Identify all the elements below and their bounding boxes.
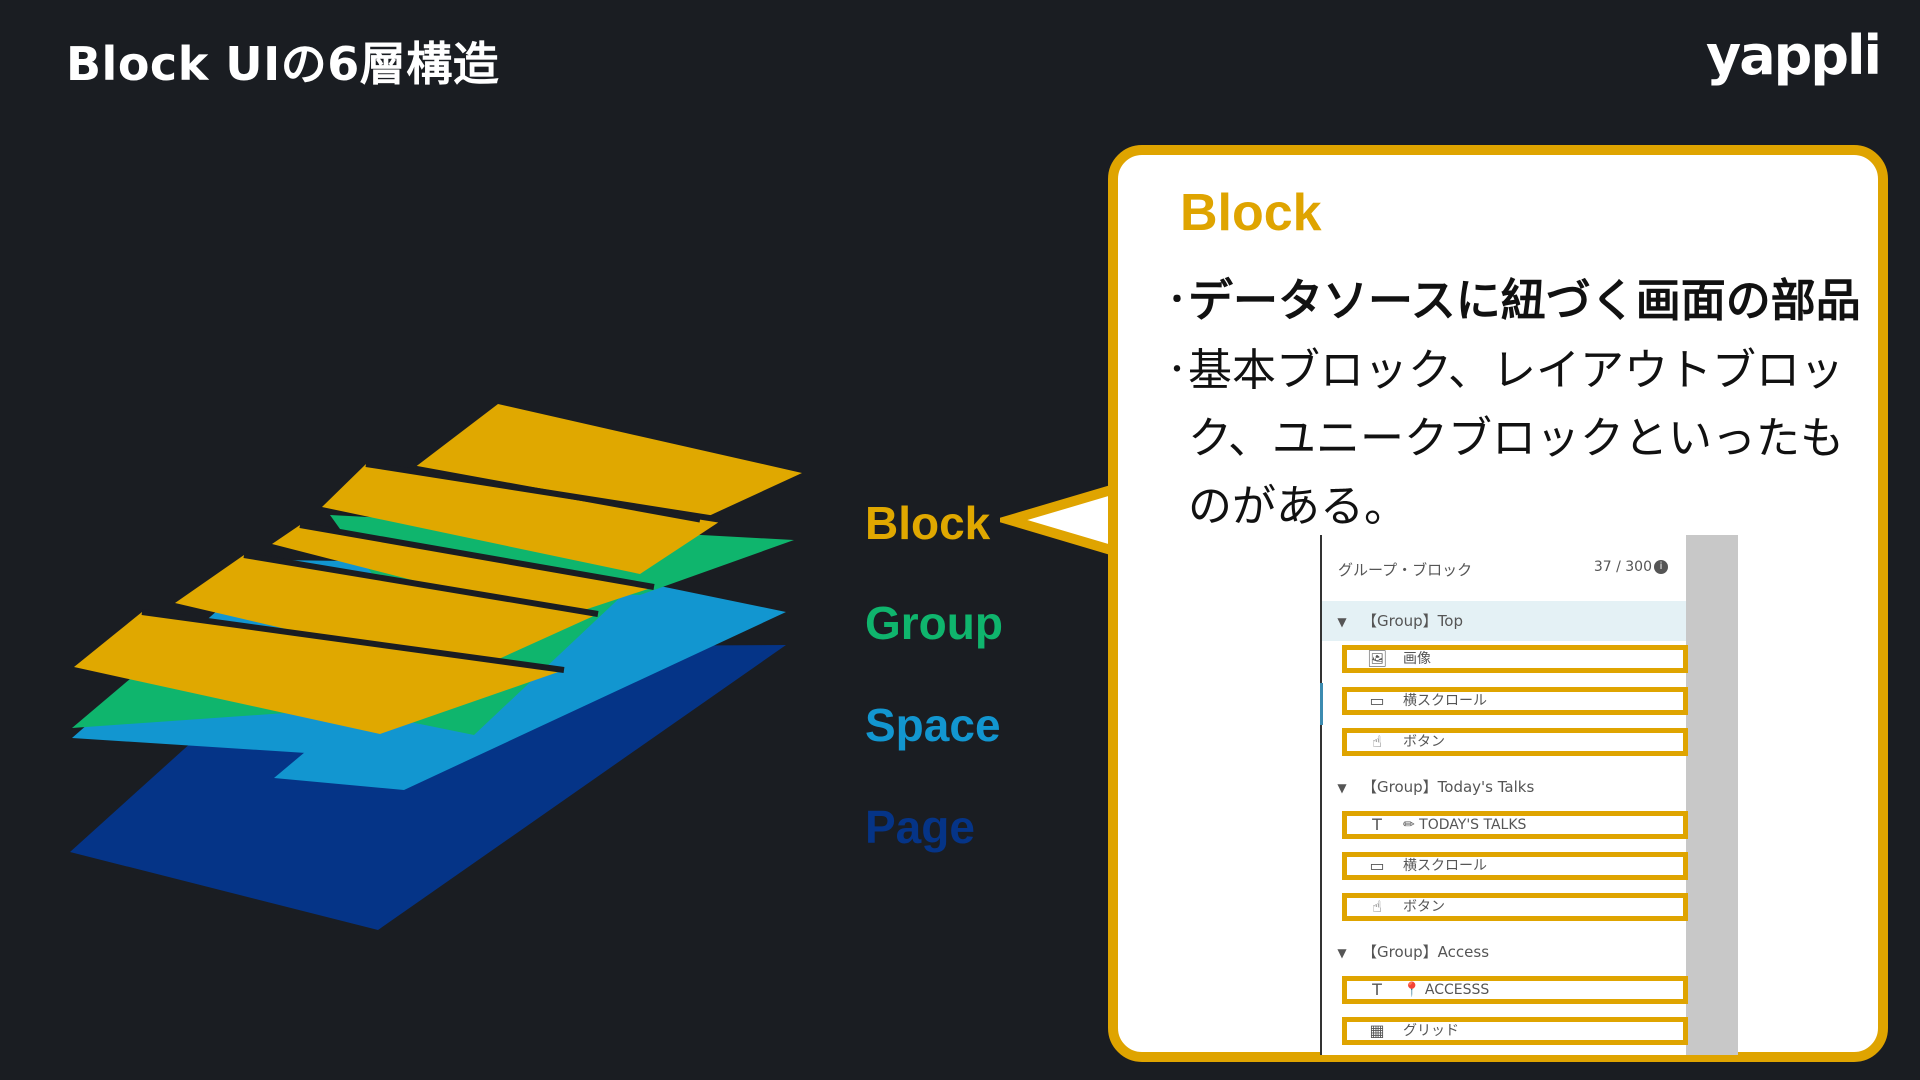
group-label: 【Group】Access bbox=[1362, 943, 1490, 961]
block-label: 横スクロール bbox=[1403, 858, 1487, 874]
callout-bullet-1: ・ データソースに紐づく画面の部品 bbox=[1162, 267, 1882, 335]
collapse-triangle-icon[interactable]: ▼ bbox=[1337, 946, 1347, 960]
group-row-todays-talks[interactable]: ▼ 【Group】Today's Talks bbox=[1322, 767, 1686, 807]
tap-icon: ☝ bbox=[1372, 732, 1382, 751]
block-row-horizontal-scroll[interactable]: ▭ 横スクロール bbox=[1342, 852, 1688, 880]
bullet-dot: ・ bbox=[1162, 283, 1192, 318]
layer-label-page: Page bbox=[865, 801, 975, 853]
block-layer-5 bbox=[414, 404, 802, 520]
layer-label-block: Block bbox=[865, 497, 991, 549]
selection-indicator bbox=[1320, 683, 1323, 725]
block-label: グリッド bbox=[1403, 1023, 1459, 1039]
block-row-horizontal-scroll[interactable]: ▭ 横スクロール bbox=[1342, 687, 1688, 715]
block-label: ボタン bbox=[1403, 899, 1445, 915]
panel-left-border bbox=[1320, 535, 1322, 1055]
bullet-dot: ・ bbox=[1162, 353, 1192, 388]
bullet-text: 基本ブロック、レイアウトブロック、ユニークブロックといったものがある。 bbox=[1188, 345, 1845, 532]
group-label: 【Group】Today's Talks bbox=[1362, 778, 1535, 796]
block-label: 📍 ACCESSS bbox=[1403, 982, 1490, 998]
block-row-grid[interactable]: ▦ グリッド bbox=[1342, 1017, 1688, 1045]
block-count-text: 37 / 300 bbox=[1593, 559, 1652, 575]
callout-bullet-2: ・ 基本ブロック、レイアウトブロック、ユニークブロックといったものがある。 bbox=[1162, 337, 1882, 541]
block-row-image[interactable]: 🖼 画像 bbox=[1342, 645, 1688, 673]
image-icon: 🖼 bbox=[1367, 649, 1388, 668]
panel-header-title: グループ・ブロック bbox=[1338, 561, 1473, 579]
block-label: 画像 bbox=[1403, 651, 1431, 667]
layer-label-group: Group bbox=[865, 597, 1003, 649]
block-row-access-text[interactable]: T 📍 ACCESSS bbox=[1342, 976, 1688, 1004]
horizontal-scroll-icon: ▭ bbox=[1369, 691, 1385, 710]
callout-heading: Block bbox=[1180, 184, 1322, 242]
page-title: Block UIの6層構造 bbox=[66, 37, 500, 91]
block-label: ボタン bbox=[1403, 734, 1445, 750]
info-icon[interactable]: i bbox=[1654, 560, 1668, 574]
block-layer-1 bbox=[74, 612, 564, 734]
block-label: 横スクロール bbox=[1403, 693, 1487, 709]
text-icon: T bbox=[1372, 815, 1382, 834]
yappli-logo: yappli bbox=[1706, 24, 1882, 87]
collapse-triangle-icon[interactable]: ▼ bbox=[1337, 615, 1347, 629]
layer-label-space: Space bbox=[865, 699, 1001, 751]
bullet-text: データソースに紐づく画面の部品 bbox=[1188, 274, 1861, 327]
block-row-button[interactable]: ☝ ボタン bbox=[1342, 893, 1688, 921]
block-callout: Block ・ データソースに紐づく画面の部品 ・ 基本ブロック、レイアウトブロ… bbox=[1108, 145, 1888, 1062]
block-label: ✏ TODAY'S TALKS bbox=[1403, 817, 1527, 833]
panel-scrollbar[interactable] bbox=[1686, 535, 1738, 1055]
block-row-todays-talks-text[interactable]: T ✏ TODAY'S TALKS bbox=[1342, 811, 1688, 839]
tap-icon: ☝ bbox=[1372, 897, 1382, 916]
block-layer-3 bbox=[272, 525, 654, 618]
collapse-triangle-icon[interactable]: ▼ bbox=[1337, 781, 1347, 795]
group-label: 【Group】Top bbox=[1362, 612, 1463, 630]
block-layer-4 bbox=[322, 464, 722, 574]
text-icon: T bbox=[1372, 980, 1382, 999]
group-row-top[interactable]: ▼ 【Group】Top bbox=[1322, 601, 1686, 641]
grid-icon: ▦ bbox=[1369, 1021, 1385, 1040]
group-row-access[interactable]: ▼ 【Group】Access bbox=[1322, 932, 1686, 972]
horizontal-scroll-icon: ▭ bbox=[1369, 856, 1385, 875]
block-row-button[interactable]: ☝ ボタン bbox=[1342, 728, 1688, 756]
block-layer-2 bbox=[175, 555, 598, 672]
layer-stack-illustration bbox=[70, 404, 802, 930]
